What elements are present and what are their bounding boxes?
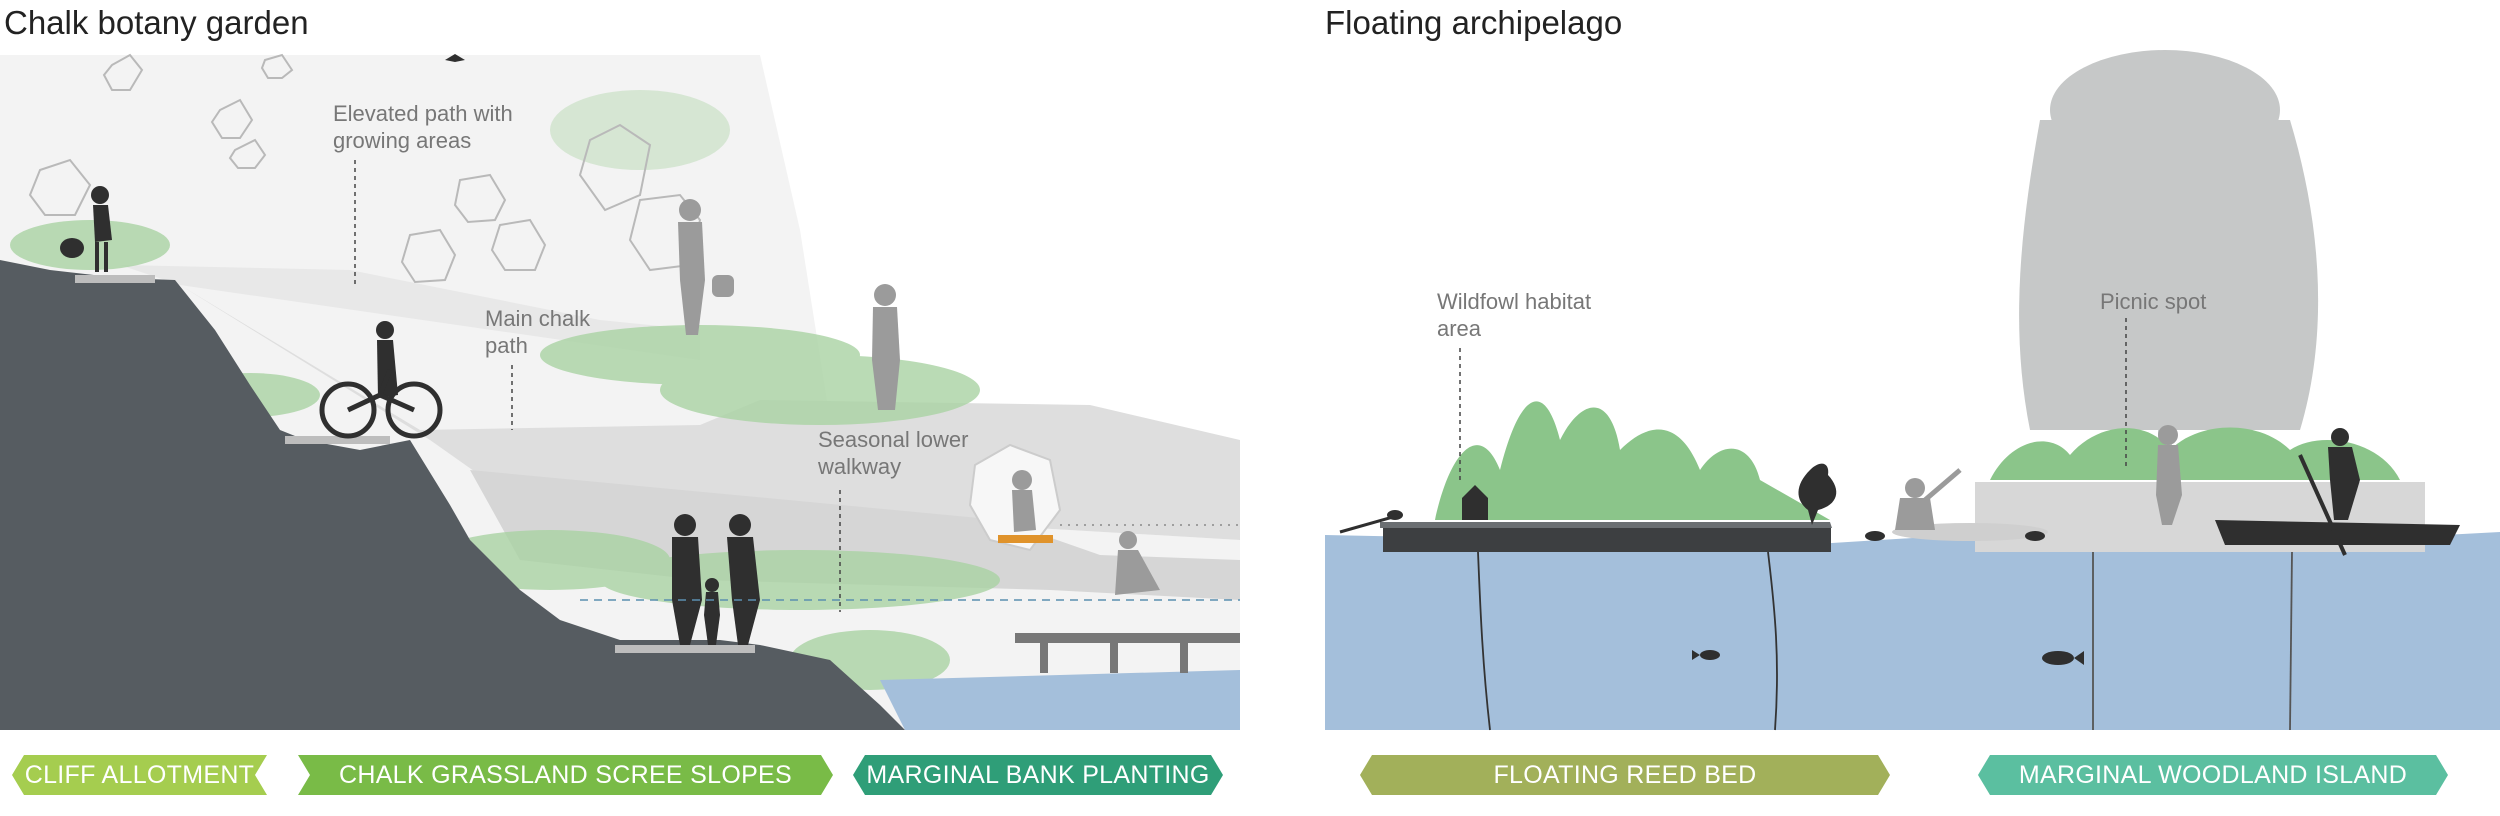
label-main-chalk-path: Main chalk path	[485, 306, 591, 358]
left-panel-illustration	[0, 53, 1240, 730]
fish-icons	[1692, 650, 2084, 665]
bicycle	[319, 369, 443, 439]
label-elevated-path: Elevated path with growing areas	[333, 101, 513, 153]
zone-label: MARGINAL BANK PLANTING	[866, 760, 1210, 789]
label-picnic-spot: Picnic spot	[2100, 289, 2207, 314]
zone-tag-cliff-allotment: CLIFF ALLOTMENT	[12, 755, 267, 795]
zone-label: CHALK GRASSLAND SCREE SLOPES	[339, 760, 792, 789]
kayaker-silhouette	[1895, 425, 2182, 530]
reed-bed-plants	[1435, 401, 2400, 520]
label-wildfowl-habitat: Wildfowl habitat area	[1437, 289, 1592, 341]
zone-tag-marginal-woodland: MARGINAL WOODLAND ISLAND	[1978, 755, 2448, 795]
zone-label: CLIFF ALLOTMENT	[24, 760, 255, 789]
right-panel-title: Floating archipelago	[1325, 4, 1623, 41]
wildlife-silhouettes	[1387, 428, 2360, 556]
right-water	[1325, 532, 2500, 730]
zone-tag-floating-reed-bed: FLOATING REED BED	[1360, 755, 1890, 795]
zone-tag-marginal-bank: MARGINAL BANK PLANTING	[853, 755, 1223, 795]
people-grey-silhouettes	[678, 199, 1160, 595]
wildfowl-house-icon	[1462, 485, 1488, 520]
zone-label: FLOATING REED BED	[1493, 760, 1757, 789]
willow-tree	[2019, 50, 2319, 490]
bench	[998, 535, 1053, 543]
people-silhouettes	[60, 186, 760, 645]
chalk-cliff	[0, 260, 905, 730]
left-panel-title: Chalk botany garden	[4, 4, 309, 41]
bird-icon	[445, 54, 465, 62]
left-water	[880, 670, 1240, 730]
right-panel-illustration	[1325, 50, 2500, 731]
zone-tag-chalk-grassland: CHALK GRASSLAND SCREE SLOPES	[298, 755, 833, 795]
label-seasonal-walkway: Seasonal lower walkway	[818, 427, 969, 479]
zone-label: MARGINAL WOODLAND ISLAND	[2018, 760, 2408, 789]
floating-reed-bed-base	[1383, 526, 1831, 552]
